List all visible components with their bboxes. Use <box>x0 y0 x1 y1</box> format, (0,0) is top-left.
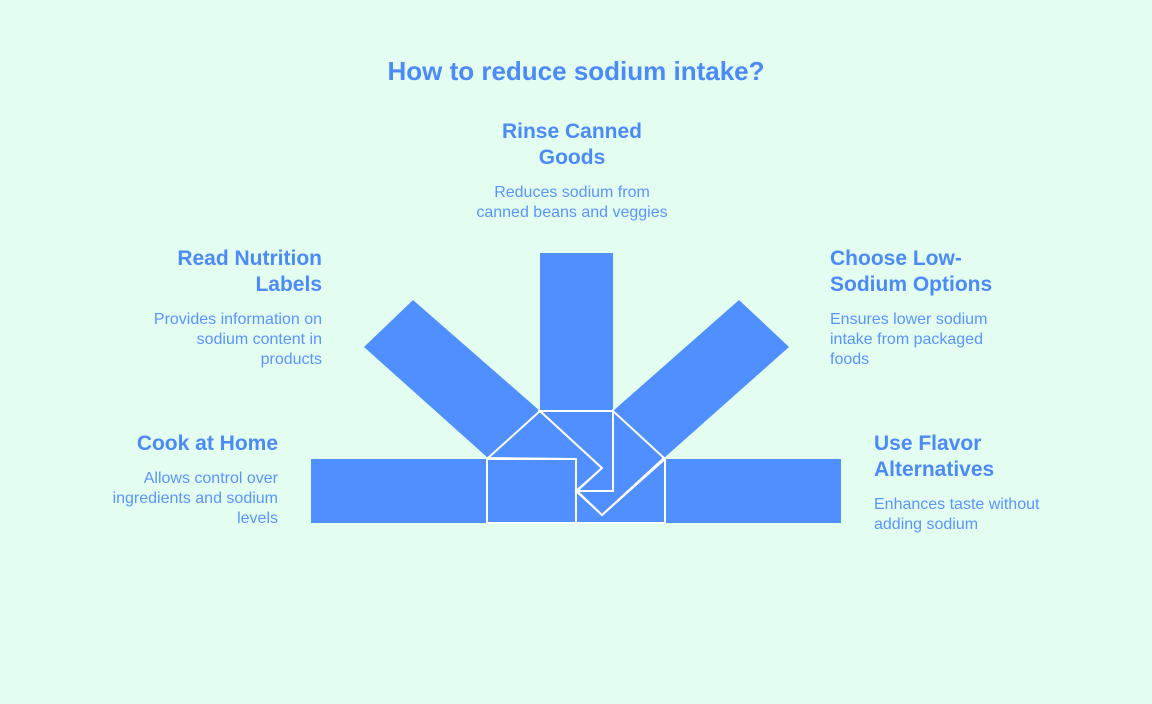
item-heading: Rinse Canned <box>501 120 643 143</box>
item-heading: Labels <box>255 273 322 296</box>
item-heading: Alternatives <box>874 458 995 481</box>
hub-diamond-right <box>574 408 666 517</box>
item-heading: Cook at Home <box>136 432 278 455</box>
item-heading: Read Nutrition <box>177 247 322 270</box>
hub-square-left <box>486 458 577 524</box>
item-description: levels <box>237 510 278 527</box>
item-description: ingredients and sodium <box>112 490 278 507</box>
item-heading: Sodium Options <box>830 273 993 296</box>
item-choose-low-sodium: Choose Low- Sodium Options Ensures lower … <box>830 246 1090 370</box>
item-heading: Choose Low- <box>830 247 962 270</box>
item-heading: Goods <box>538 146 606 169</box>
item-description: canned beans and veggies <box>476 204 668 221</box>
bar-rinse-canned-goods <box>540 253 613 411</box>
item-description: Ensures lower sodium <box>830 311 988 328</box>
item-description: Enhances taste without <box>874 496 1040 513</box>
item-cook-at-home: Cook at Home Allows control over ingredie… <box>18 431 278 529</box>
item-description: products <box>260 351 322 368</box>
item-description: sodium content in <box>196 331 322 348</box>
bar-flavor-alternatives <box>665 459 841 523</box>
item-description: Reduces sodium from <box>494 184 650 201</box>
bar-low-sodium <box>613 300 789 458</box>
item-description: adding sodium <box>874 516 979 533</box>
item-description: intake from packaged <box>830 331 983 348</box>
item-heading: Use Flavor <box>874 432 982 455</box>
item-description: Allows control over <box>143 470 278 487</box>
diagram-title: How to reduce sodium intake? <box>387 56 765 86</box>
item-description: Provides information on <box>153 311 322 328</box>
bar-cook-at-home <box>311 459 487 523</box>
bar-read-labels <box>364 300 540 458</box>
item-description: foods <box>830 351 870 368</box>
